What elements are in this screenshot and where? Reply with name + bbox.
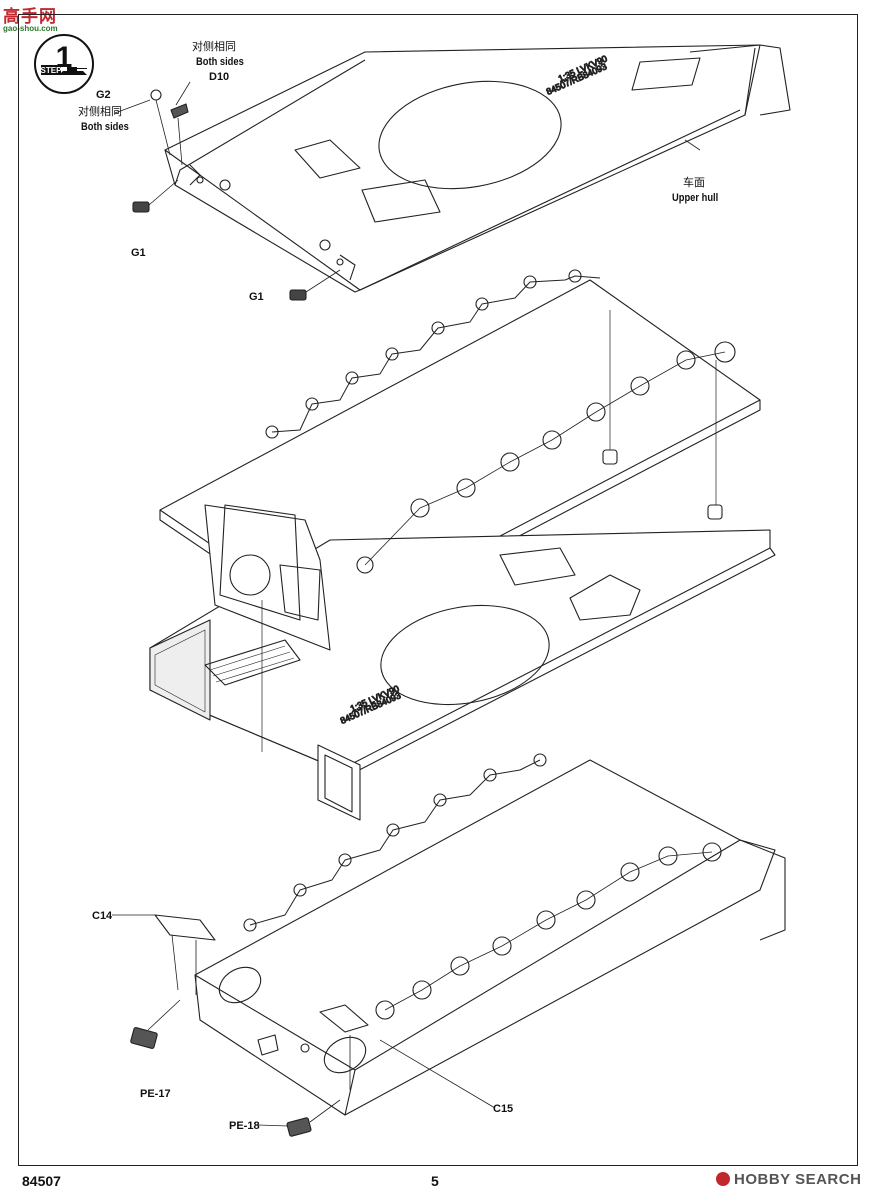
part-g1-left <box>132 201 150 213</box>
part-pe18 <box>286 1117 312 1137</box>
part-c14 <box>154 914 216 941</box>
part-pe17 <box>130 1027 158 1049</box>
label-c14: C14 <box>92 910 113 922</box>
part-g1-right <box>289 289 307 301</box>
label-g2-en: Both sides <box>81 121 129 133</box>
label-d10-en: Both sides <box>196 56 244 68</box>
page-frame <box>18 14 858 1166</box>
part-d10 <box>170 103 189 119</box>
step-badge: 1 STEP <box>33 33 95 95</box>
upper-hull-drawing <box>164 44 791 293</box>
label-d10-cn: 对侧相同 <box>192 41 236 53</box>
kit-number: 84507 <box>22 1173 61 1189</box>
label-d10: D10 <box>209 71 230 83</box>
label-g1-right: G1 <box>249 291 264 303</box>
hobby-search-watermark: HOBBY SEARCH <box>716 1171 861 1188</box>
label-g2-cn: 对侧相同 <box>78 106 122 118</box>
label-upper-hull-cn: 车面 <box>683 177 705 189</box>
part-g2 <box>150 89 162 101</box>
page-number: 5 <box>431 1173 439 1189</box>
label-g1-left: G1 <box>131 247 146 259</box>
label-upper-hull-en: Upper hull <box>672 192 719 204</box>
step-badge-icon: 1 STEP <box>34 34 94 94</box>
lower-hull-assembly <box>112 753 786 1137</box>
hobby-search-logo-icon <box>716 1172 730 1186</box>
watermark-logo: 高手网 <box>3 7 57 26</box>
label-c15: C15 <box>493 1103 514 1115</box>
hull-suspension-assembly <box>149 269 776 821</box>
step-label: STEP <box>41 66 63 75</box>
hobby-search-text: HOBBY SEARCH <box>734 1171 862 1188</box>
label-pe18: PE-18 <box>229 1120 260 1132</box>
label-g2: G2 <box>96 89 111 101</box>
label-pe17: PE-17 <box>140 1088 171 1100</box>
watermark-url: gao-shou.com <box>3 24 58 33</box>
tank-icon <box>59 67 87 75</box>
part-c15 <box>319 1004 369 1033</box>
